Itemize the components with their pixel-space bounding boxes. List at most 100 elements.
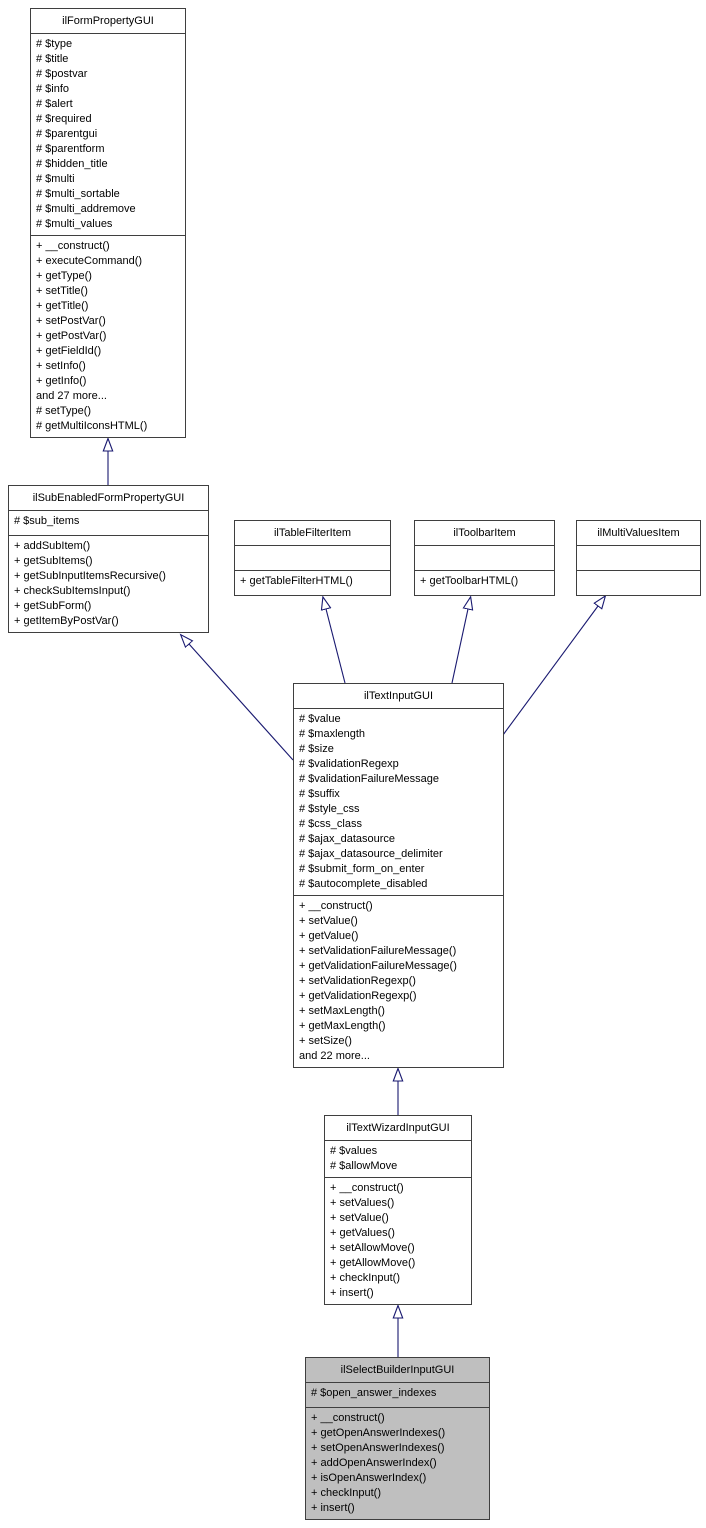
- member-line: + __construct(): [311, 1412, 385, 1424]
- class-title: ilToolbarItem: [415, 521, 554, 546]
- member-line: # $title: [36, 53, 69, 65]
- member-line: + setInfo(): [36, 360, 86, 372]
- arrow-ilTextInputGUI-to-ilToolbarItem: [451, 609, 468, 684]
- class-attributes: # $values# $allowMove: [325, 1141, 471, 1177]
- class-attributes: # $value # $maxlength # $size # $validation…: [294, 709, 503, 895]
- member-line: # $info: [36, 83, 70, 95]
- member-line: + setMaxLength(): [299, 1005, 385, 1017]
- class-title: ilTextInputGUI: [294, 684, 503, 709]
- member-line: # $validationRegexp: [299, 758, 399, 770]
- member-line: + setOpenAnswerIndexes(): [311, 1442, 445, 1454]
- class-attributes: # $sub_items: [9, 511, 208, 535]
- member-line: and 27 more...: [36, 390, 107, 402]
- member-line: # $type: [36, 38, 73, 50]
- member-line: + getSubInputItemsRecursive(): [14, 570, 166, 582]
- class-title: ilFormPropertyGUI: [31, 9, 185, 34]
- member-line: + setValue(): [330, 1212, 389, 1224]
- class-attributes: [577, 546, 700, 570]
- member-line: # $open_answer_indexes: [311, 1387, 437, 1399]
- class-box-ilToolbarItem[interactable]: ilToolbarItem + getToolbarHTML(): [414, 520, 555, 596]
- member-line: + setValidationFailureMessage(): [299, 945, 457, 957]
- member-line: # $size: [299, 743, 334, 755]
- member-line: # $hidden_title: [36, 158, 108, 170]
- member-line: + setAllowMove(): [330, 1242, 415, 1254]
- class-box-ilSubEnabledFormPropertyGUI[interactable]: ilSubEnabledFormPropertyGUI # $sub_items…: [8, 485, 209, 633]
- member-line: # $autocomplete_disabled: [299, 878, 428, 890]
- class-attributes: [415, 546, 554, 570]
- member-line: + getFieldId(): [36, 345, 102, 357]
- member-line: # $suffix: [299, 788, 340, 800]
- member-line: + executeCommand(): [36, 255, 143, 267]
- member-line: + getToolbarHTML(): [420, 575, 519, 587]
- member-line: + checkInput(): [330, 1272, 401, 1284]
- member-line: # $value: [299, 713, 341, 725]
- member-line: # $multi_sortable: [36, 188, 120, 200]
- member-line: + setValidationRegexp(): [299, 975, 416, 987]
- class-title: ilTextWizardInputGUI: [325, 1116, 471, 1141]
- member-line: + setSize(): [299, 1035, 352, 1047]
- class-attributes: # $type# $title# $postvar# $info# $alert…: [31, 34, 185, 235]
- member-line: + getAllowMove(): [330, 1257, 416, 1269]
- member-line: # $parentform: [36, 143, 105, 155]
- class-methods: + getToolbarHTML(): [415, 570, 554, 595]
- member-line: # $validationFailureMessage: [299, 773, 440, 785]
- member-line: + checkSubItemsInput(): [14, 585, 131, 597]
- arrow-ilTextInputGUI-to-ilMultiValuesItem: [502, 606, 598, 736]
- member-line: # $sub_items: [14, 515, 80, 527]
- class-box-ilTextWizardInputGUI[interactable]: ilTextWizardInputGUI # $values# $allowMo…: [324, 1115, 472, 1305]
- member-line: # $multi_addremove: [36, 203, 136, 215]
- member-line: + getValue(): [299, 930, 359, 942]
- member-line: + setValue(): [299, 915, 358, 927]
- member-line: + getItemByPostVar(): [14, 615, 119, 627]
- member-line: + setPostVar(): [36, 315, 106, 327]
- arrow-ilTextInputGUI-to-ilSubEnabledFormPropertyGUI: [189, 644, 294, 761]
- member-line: + getPostVar(): [36, 330, 107, 342]
- class-methods: + getTableFilterHTML(): [235, 570, 390, 595]
- member-line: # $alert: [36, 98, 73, 110]
- class-attributes: [235, 546, 390, 570]
- member-line: + insert(): [311, 1502, 355, 1514]
- member-line: + getSubForm(): [14, 600, 92, 612]
- member-line: + getValues(): [330, 1227, 395, 1239]
- member-line: # $style_css: [299, 803, 360, 815]
- member-line: # getMultiIconsHTML(): [36, 420, 148, 432]
- class-title: ilSubEnabledFormPropertyGUI: [9, 486, 208, 511]
- class-methods: + __construct() + setValue() + getValue() +…: [294, 895, 503, 1067]
- member-line: + getTitle(): [36, 300, 89, 312]
- member-line: # $required: [36, 113, 92, 125]
- member-line: # setType(): [36, 405, 92, 417]
- member-line: + checkInput(): [311, 1487, 382, 1499]
- class-methods: + __construct() + getOpenAnswerIndexes() +…: [306, 1407, 489, 1519]
- member-line: + __construct(): [36, 240, 110, 252]
- member-line: # $maxlength: [299, 728, 366, 740]
- member-line: + getTableFilterHTML(): [240, 575, 353, 587]
- class-title: ilTableFilterItem: [235, 521, 390, 546]
- member-line: + getSubItems(): [14, 555, 93, 567]
- class-methods: + addSubItem()+ getSubItems()+ getSubInp…: [9, 535, 208, 632]
- member-line: + addOpenAnswerIndex(): [311, 1457, 437, 1469]
- class-box-ilTextInputGUI[interactable]: ilTextInputGUI # $value # $maxlength # $si…: [293, 683, 504, 1068]
- member-line: and 22 more...: [299, 1050, 370, 1062]
- member-line: # $multi_values: [36, 218, 113, 230]
- class-box-ilSelectBuilderInputGUI: ilSelectBuilderInputGUI # $open_answer_i…: [305, 1357, 490, 1520]
- member-line: # $ajax_datasource: [299, 833, 396, 845]
- member-line: # $allowMove: [330, 1160, 398, 1172]
- class-box-ilFormPropertyGUI[interactable]: ilFormPropertyGUI # $type# $title# $post…: [30, 8, 186, 438]
- member-line: + getInfo(): [36, 375, 87, 387]
- class-title: ilSelectBuilderInputGUI: [306, 1358, 489, 1383]
- class-attributes: # $open_answer_indexes: [306, 1383, 489, 1407]
- class-methods: + __construct()+ executeCommand()+ getTy…: [31, 235, 185, 437]
- class-box-ilMultiValuesItem[interactable]: ilMultiValuesItem: [576, 520, 701, 596]
- class-methods: [577, 570, 700, 595]
- member-line: + getValidationFailureMessage(): [299, 960, 457, 972]
- member-line: + getMaxLength(): [299, 1020, 386, 1032]
- member-line: # $css_class: [299, 818, 362, 830]
- member-line: # $multi: [36, 173, 75, 185]
- class-box-ilTableFilterItem[interactable]: ilTableFilterItem + getTableFilterHTML(): [234, 520, 391, 596]
- member-line: + getOpenAnswerIndexes(): [311, 1427, 446, 1439]
- member-line: + getValidationRegexp(): [299, 990, 417, 1002]
- member-line: + __construct(): [299, 900, 373, 912]
- member-line: + __construct(): [330, 1182, 404, 1194]
